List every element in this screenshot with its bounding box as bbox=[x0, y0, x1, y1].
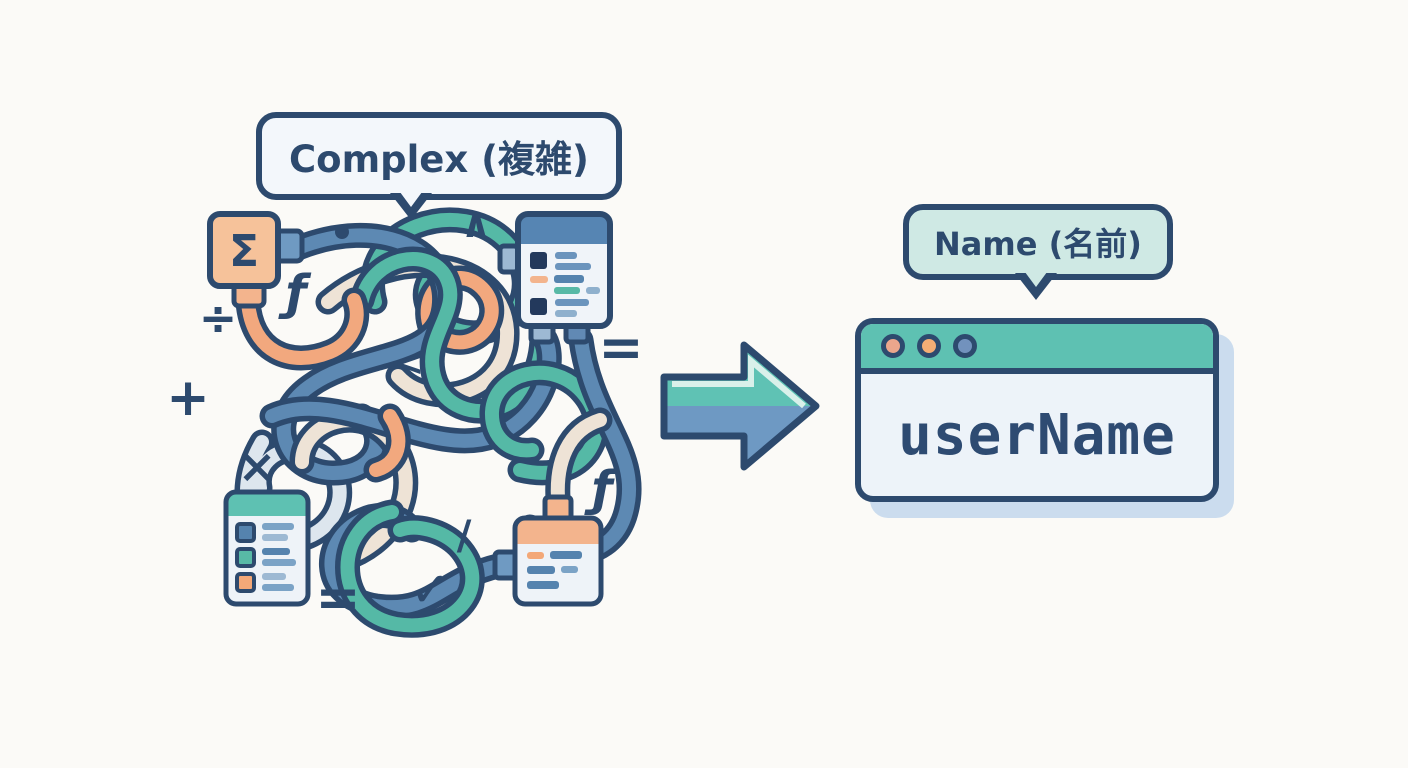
window-dot-red-icon bbox=[881, 334, 905, 358]
multiply-icon: × bbox=[238, 439, 277, 493]
card-top-right-header bbox=[518, 214, 610, 244]
sigma-box: Σ bbox=[207, 211, 305, 309]
caret-icon: ∧ bbox=[461, 202, 492, 246]
wire-orange-curl bbox=[363, 403, 411, 483]
transform-arrow bbox=[660, 341, 820, 471]
window-dot-orange-icon bbox=[917, 334, 941, 358]
tangled-wires bbox=[234, 207, 642, 638]
name-label-bubble: Name (名前) bbox=[903, 204, 1173, 300]
card-bottom-left-header bbox=[226, 492, 308, 516]
card-bottom-left bbox=[223, 489, 311, 607]
dot-icon bbox=[335, 225, 349, 239]
wire-orange-from-sigma bbox=[235, 287, 370, 371]
bubble-tail-fill bbox=[1022, 268, 1050, 287]
wire-teal-right-loop bbox=[479, 360, 609, 486]
card-bottom-left-checklist bbox=[235, 522, 296, 593]
slash-icon: / bbox=[457, 513, 472, 559]
card-bottom-right-rows bbox=[527, 551, 582, 589]
name-label: Name (名前) bbox=[934, 225, 1142, 263]
equals-right-icon: = bbox=[598, 316, 643, 379]
window-dot-blue-icon bbox=[953, 334, 977, 358]
bubble-tail-fill bbox=[397, 188, 425, 207]
equals-bottom-icon: = bbox=[315, 566, 360, 629]
function-left-icon: ƒ bbox=[278, 265, 312, 321]
browser-titlebar bbox=[861, 324, 1213, 374]
plus-icon: + bbox=[166, 368, 210, 428]
browser-window: userName bbox=[855, 318, 1219, 502]
sigma-icon: Σ bbox=[229, 226, 259, 277]
card-top-right-rows bbox=[530, 252, 600, 317]
divide-icon: ÷ bbox=[199, 291, 238, 345]
wire-pale-to-orange-plug bbox=[545, 407, 613, 511]
wire-teal-bottom-loop bbox=[335, 499, 485, 638]
card-top-right bbox=[497, 211, 613, 345]
check-icon: ✓ bbox=[410, 562, 450, 618]
complex-label: Complex (複雑) bbox=[289, 138, 589, 181]
wire-orange-top-loop bbox=[415, 265, 505, 355]
variable-name-text: userName bbox=[898, 402, 1176, 468]
card-bottom-right bbox=[492, 494, 604, 607]
card-bottom-right-header bbox=[515, 518, 601, 544]
complex-label-bubble: Complex (複雑) bbox=[256, 112, 622, 220]
browser-window-body: userName bbox=[861, 374, 1213, 496]
less-than-icon: < bbox=[394, 343, 424, 384]
